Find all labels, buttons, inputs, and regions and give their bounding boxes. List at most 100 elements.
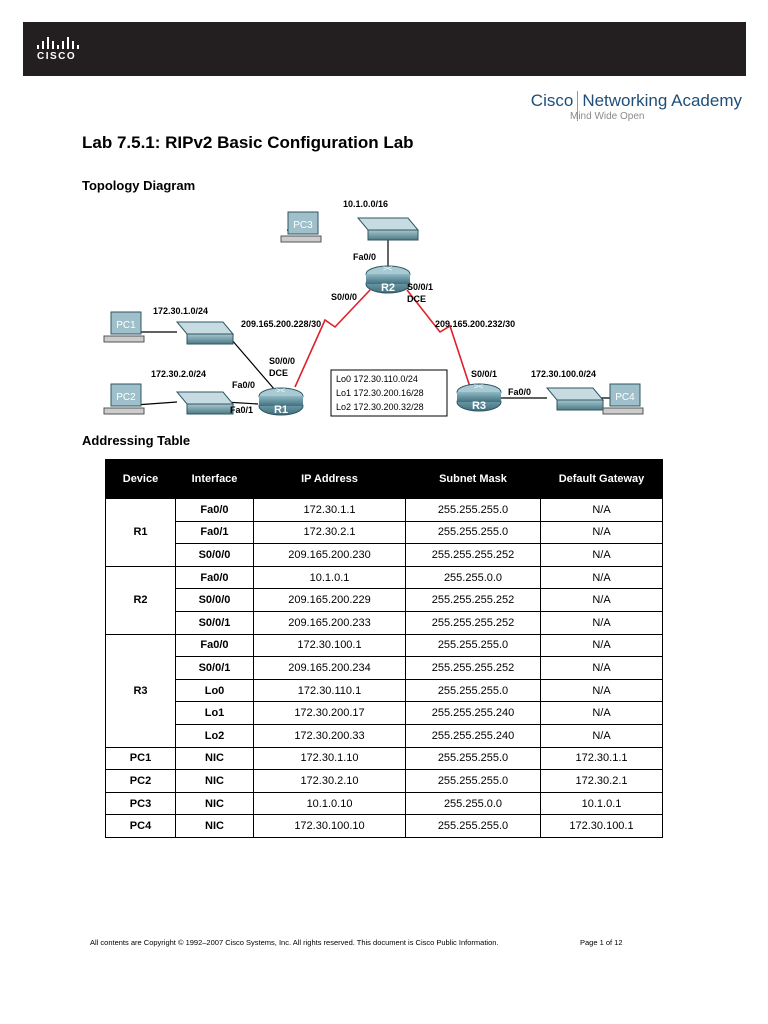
gateway-cell: 10.1.0.1 (540, 791, 663, 816)
pc4-label: PC4 (615, 392, 635, 403)
interface-cell: Fa0/0 (175, 498, 254, 522)
if-label-r2-s000: S0/0/0 (331, 292, 357, 302)
gateway-cell: 172.30.2.1 (540, 769, 663, 793)
svg-text:><: >< (474, 382, 484, 391)
loopback-box (330, 369, 448, 417)
brand-tagline: Mind Wide Open (570, 111, 645, 122)
cisco-wordmark: CISCO (37, 51, 77, 62)
loopback-lo1: Lo1 172.30.200.16/28 (336, 388, 424, 398)
switch-icon (175, 391, 235, 415)
mask-cell: 255.255.255.0 (405, 678, 541, 703)
router-icon: >< R1 (258, 386, 304, 416)
net-label-wan-r2-r3: 209.165.200.232/30 (435, 319, 515, 329)
interface-cell: S0/0/0 (175, 588, 254, 612)
col-header-gateway: Default Gateway (540, 459, 663, 499)
router-icon: >< R2 (365, 264, 411, 294)
ip-cell: 172.30.2.10 (253, 769, 406, 793)
mask-cell: 255.255.255.252 (405, 610, 541, 635)
ip-cell: 209.165.200.230 (253, 543, 406, 567)
router-icon: >< R3 (456, 382, 502, 412)
col-header-device: Device (105, 459, 176, 499)
net-label-wan-r1-r2: 209.165.200.228/30 (241, 319, 321, 329)
interface-cell: Fa0/1 (175, 520, 254, 545)
interface-cell: S0/0/0 (175, 543, 254, 567)
gateway-cell: N/A (540, 565, 663, 590)
if-label-r3-s001: S0/0/1 (471, 369, 497, 379)
interface-cell: Lo1 (175, 701, 254, 725)
interface-cell: NIC (175, 746, 254, 771)
pc1-label: PC1 (116, 320, 136, 331)
mask-cell: 255.255.255.0 (405, 633, 541, 658)
net-label-pc4-lan: 172.30.100.0/24 (531, 369, 596, 379)
interface-cell: Fa0/0 (175, 565, 254, 590)
ip-cell: 172.30.100.10 (253, 814, 406, 838)
device-cell: PC2 (105, 769, 176, 793)
ip-cell: 10.1.0.10 (253, 791, 406, 816)
addressing-heading: Addressing Table (82, 433, 191, 448)
svg-text:><: >< (276, 386, 286, 395)
interface-cell: Fa0/0 (175, 633, 254, 658)
interface-cell: NIC (175, 769, 254, 793)
mask-cell: 255.255.0.0 (405, 565, 541, 590)
gateway-cell: N/A (540, 678, 663, 703)
if-label-r2-fa00: Fa0/0 (353, 252, 376, 262)
topology-heading: Topology Diagram (82, 178, 196, 193)
interface-cell: Lo0 (175, 678, 254, 703)
switch-icon (356, 217, 420, 241)
gateway-cell: N/A (540, 498, 663, 522)
r3-label: R3 (472, 400, 486, 412)
gateway-cell: N/A (540, 656, 663, 680)
pc3-label: PC3 (293, 220, 313, 231)
if-label-r1-fa01: Fa0/1 (230, 405, 253, 415)
gateway-cell: N/A (540, 633, 663, 658)
pc-icon: PC1 (103, 311, 145, 343)
col-header-interface: Interface (175, 459, 254, 499)
interface-cell: NIC (175, 791, 254, 816)
mask-cell: 255.255.255.252 (405, 588, 541, 612)
gateway-cell: N/A (540, 520, 663, 545)
if-label-r2-dce: DCE (407, 294, 426, 304)
mask-cell: 255.255.255.0 (405, 520, 541, 545)
device-cell: PC4 (105, 814, 176, 838)
mask-cell: 255.255.255.240 (405, 723, 541, 748)
device-cell: R3 (105, 633, 176, 748)
pc-icon: PC3 (280, 211, 322, 243)
gateway-cell: N/A (540, 701, 663, 725)
mask-cell: 255.255.255.0 (405, 498, 541, 522)
pc-icon: PC2 (103, 383, 145, 415)
gateway-cell: N/A (540, 543, 663, 567)
gateway-cell: 172.30.1.1 (540, 746, 663, 771)
brand-academy: Networking Academy (582, 91, 742, 110)
ip-cell: 172.30.110.1 (253, 678, 406, 703)
ip-cell: 172.30.200.17 (253, 701, 406, 725)
switch-icon (175, 321, 235, 345)
r2-label: R2 (381, 282, 395, 294)
pc-icon: PC4 (602, 383, 644, 415)
ip-cell: 172.30.1.10 (253, 746, 406, 771)
r1-label: R1 (274, 404, 288, 416)
ip-cell: 172.30.1.1 (253, 498, 406, 522)
loopback-lo0: Lo0 172.30.110.0/24 (336, 374, 418, 384)
gateway-cell: N/A (540, 588, 663, 612)
brand-cisco: Cisco (530, 91, 574, 110)
footer-copyright: All contents are Copyright © 1992–2007 C… (90, 938, 499, 947)
gateway-cell: N/A (540, 610, 663, 635)
mask-cell: 255.255.0.0 (405, 791, 541, 816)
switch-icon (545, 387, 605, 411)
mask-cell: 255.255.255.252 (405, 543, 541, 567)
pc2-label: PC2 (116, 392, 136, 403)
svg-text:><: >< (383, 264, 393, 273)
brand-divider (577, 91, 579, 121)
if-label-r3-fa00: Fa0/0 (508, 387, 531, 397)
